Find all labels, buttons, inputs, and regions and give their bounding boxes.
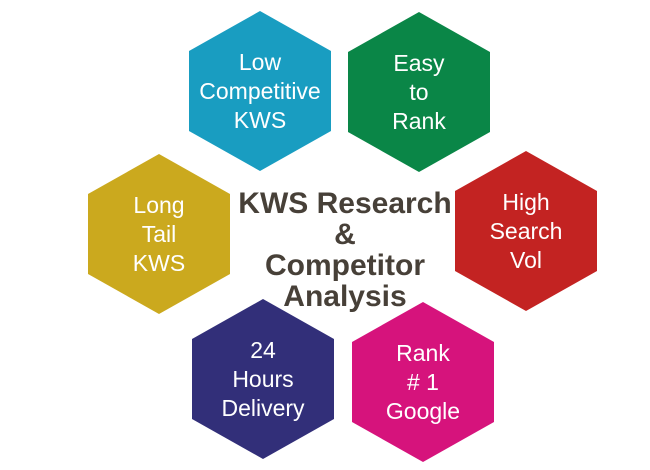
hexagon-label-line: 24 — [250, 336, 276, 363]
hexagon-label-line: Delivery — [221, 394, 305, 421]
hexagon-label-line: Rank — [392, 107, 446, 134]
hexagon-label-line: Rank — [396, 339, 450, 366]
hexagon-rank-1-google: Rank # 1 Google — [352, 302, 494, 462]
hexagon-24-hours-delivery: 24 Hours Delivery — [192, 299, 334, 459]
hexagon-label-line: Low — [238, 48, 282, 75]
title-line: KWS Research — [238, 187, 452, 220]
hexagon-label-line: Vol — [510, 246, 542, 273]
hexagon-label-line: # 1 — [407, 368, 439, 395]
title-line: Analysis — [283, 280, 407, 313]
hexagon-label-line: Long — [133, 191, 185, 218]
hexagon-low-competitive-kws: Low Competitive KWS — [189, 11, 331, 171]
hexagon-label-line: Competitive — [199, 77, 321, 104]
hexagon-label-line: KWS — [233, 106, 287, 133]
hexagon-label-line: to — [409, 78, 429, 105]
title-line: Competitor — [265, 249, 425, 282]
hexagon-label-line: Google — [385, 397, 461, 424]
hexagon-easy-to-rank: Easy to Rank — [348, 12, 490, 172]
hexagon-label-line: KWS — [132, 249, 186, 276]
center-title: KWS Research & Competitor Analysis — [215, 188, 475, 312]
hexagon-label-line: Search — [489, 217, 563, 244]
hexagon-label-line: Tail — [141, 220, 177, 247]
title-line: & — [334, 218, 356, 251]
hexagon-high-search-vol: High Search Vol — [455, 151, 597, 311]
hexagon-label-line: High — [502, 188, 550, 215]
hexagon-label-line: Hours — [232, 365, 294, 392]
hexagon-long-tail-kws: Long Tail KWS — [88, 154, 230, 314]
hexagon-label-line: Easy — [393, 49, 445, 76]
